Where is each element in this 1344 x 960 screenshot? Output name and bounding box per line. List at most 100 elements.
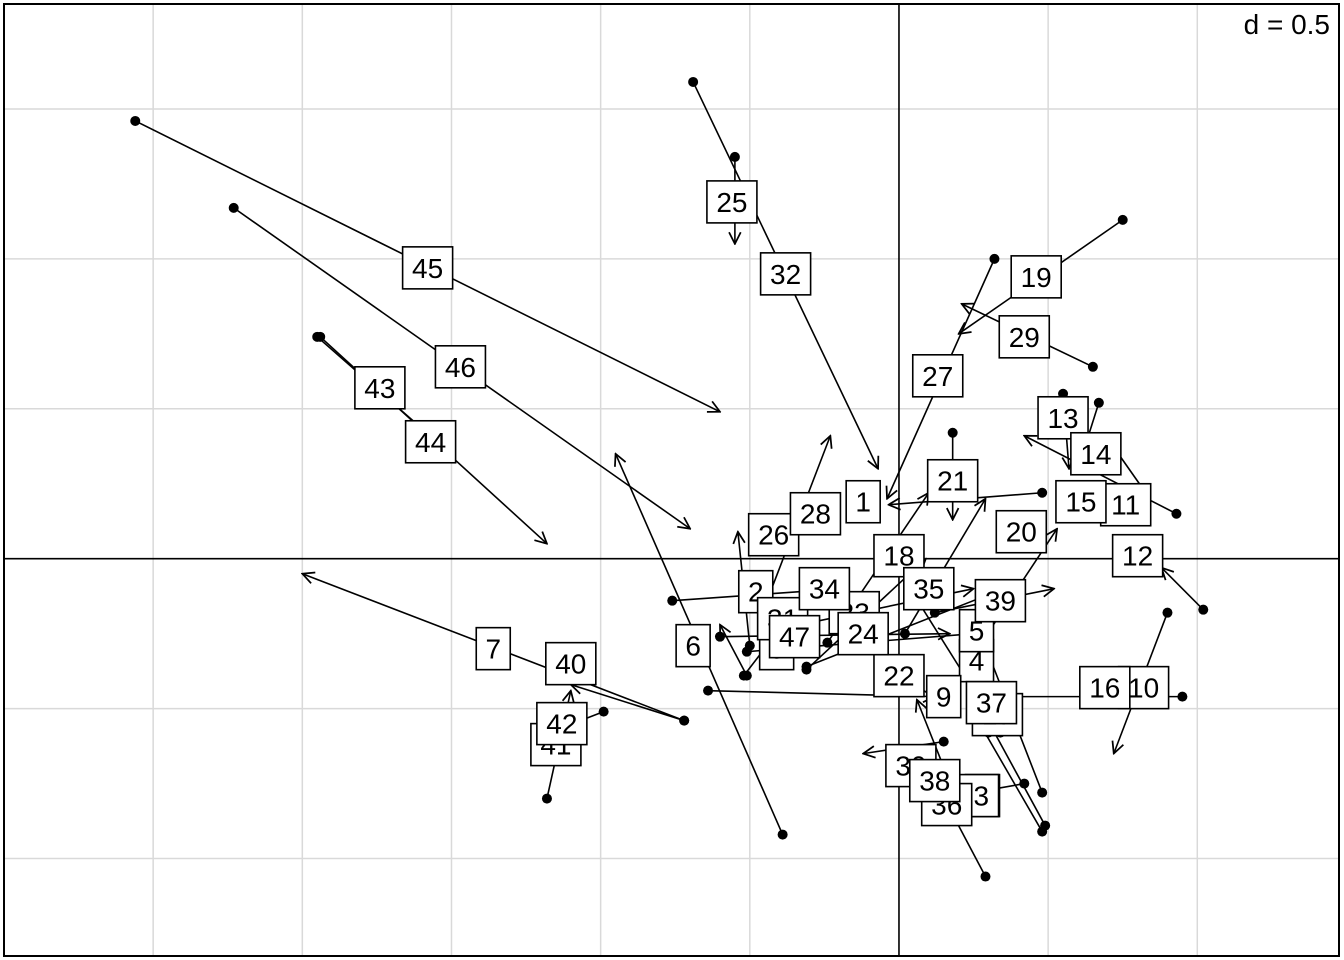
label-43: 43 — [354, 365, 406, 410]
label-14: 14 — [1070, 431, 1122, 476]
label-7: 7 — [475, 626, 512, 671]
label-20: 20 — [995, 509, 1048, 554]
label-text-22: 22 — [883, 661, 914, 692]
label-46: 46 — [434, 345, 487, 389]
label-box-19 — [1010, 255, 1063, 299]
label-38: 38 — [908, 758, 961, 803]
point-31 — [738, 670, 749, 681]
point-38 — [1040, 820, 1051, 831]
label-box-13 — [1037, 395, 1089, 440]
label-text-38: 38 — [919, 766, 950, 797]
point-5 — [1037, 787, 1048, 798]
label-box-16 — [1079, 665, 1131, 710]
label-box-47 — [768, 614, 821, 659]
label-12: 12 — [1111, 533, 1164, 578]
label-text-29: 29 — [1009, 322, 1040, 353]
label-box-40 — [545, 641, 597, 686]
label-29: 29 — [998, 315, 1051, 359]
label-text-6: 6 — [685, 631, 701, 662]
label-28: 28 — [789, 491, 842, 536]
point-24 — [714, 631, 725, 642]
point-30 — [938, 736, 949, 747]
label-27: 27 — [911, 354, 964, 398]
label-text-42: 42 — [546, 709, 577, 740]
point-2 — [667, 595, 678, 606]
label-box-28 — [789, 491, 842, 536]
label-box-9 — [925, 674, 962, 719]
point-36 — [980, 871, 991, 882]
label-39: 39 — [974, 578, 1027, 623]
label-box-42 — [536, 701, 588, 746]
label-box-1 — [845, 479, 881, 524]
label-box-25 — [706, 180, 758, 224]
arrow-series — [134, 81, 1204, 877]
label-text-14: 14 — [1080, 439, 1111, 470]
point-25 — [729, 151, 740, 162]
label-text-16: 16 — [1089, 673, 1120, 704]
point-42 — [598, 706, 609, 717]
point-16 — [1177, 691, 1188, 702]
label-text-19: 19 — [1021, 262, 1052, 293]
label-box-12 — [1111, 533, 1164, 578]
label-text-11: 11 — [1111, 490, 1140, 521]
origin-axes — [4, 4, 1339, 956]
label-box-44 — [404, 419, 457, 464]
point-6 — [777, 829, 788, 840]
label-box-32 — [759, 252, 812, 296]
point-series — [130, 76, 1209, 882]
label-text-28: 28 — [800, 499, 831, 530]
label-box-43 — [354, 365, 406, 410]
label-box-29 — [998, 315, 1051, 359]
label-box-27 — [911, 354, 964, 398]
point-32 — [688, 76, 699, 87]
point-29 — [1087, 361, 1098, 372]
label-text-24: 24 — [848, 619, 879, 650]
label-text-18: 18 — [883, 541, 914, 572]
arrow-35 — [904, 499, 986, 635]
label-text-35: 35 — [913, 574, 944, 605]
label-text-1: 1 — [855, 487, 871, 518]
label-6: 6 — [675, 623, 711, 668]
label-box-45 — [401, 246, 454, 290]
point-41 — [541, 793, 552, 804]
label-9: 9 — [925, 674, 962, 719]
label-box-22 — [873, 653, 925, 698]
label-13: 13 — [1037, 395, 1089, 440]
point-18 — [822, 637, 833, 648]
label-text-37: 37 — [976, 688, 1007, 719]
label-box-46 — [434, 345, 487, 389]
point-45 — [130, 115, 141, 126]
label-box-15 — [1055, 479, 1107, 524]
point-27 — [989, 253, 1000, 264]
label-box-38 — [908, 758, 961, 803]
label-text-9: 9 — [936, 682, 952, 713]
point-46 — [228, 202, 239, 213]
plot-frame — [3, 3, 1340, 957]
label-21: 21 — [926, 458, 979, 503]
label-16: 16 — [1079, 665, 1131, 710]
arrow-8 — [720, 625, 748, 677]
point-12 — [1198, 604, 1209, 615]
point-35 — [899, 628, 910, 639]
point-47 — [741, 646, 752, 657]
point-15 — [1171, 508, 1182, 519]
label-text-25: 25 — [716, 187, 747, 218]
label-box-14 — [1070, 431, 1122, 476]
label-35: 35 — [903, 566, 955, 611]
label-text-40: 40 — [555, 649, 586, 680]
label-text-43: 43 — [364, 373, 395, 404]
label-text-7: 7 — [485, 634, 501, 665]
point-14 — [1093, 397, 1104, 408]
point-3 — [1019, 778, 1030, 789]
label-25: 25 — [706, 180, 758, 224]
label-text-39: 39 — [985, 586, 1016, 617]
arrow-12 — [1161, 568, 1204, 611]
label-text-15: 15 — [1065, 487, 1096, 518]
label-24: 24 — [837, 611, 889, 656]
label-text-10: 10 — [1128, 673, 1159, 704]
label-text-45: 45 — [412, 253, 443, 284]
label-32: 32 — [759, 252, 812, 296]
label-text-12: 12 — [1122, 541, 1153, 572]
label-box-37 — [965, 680, 1018, 725]
